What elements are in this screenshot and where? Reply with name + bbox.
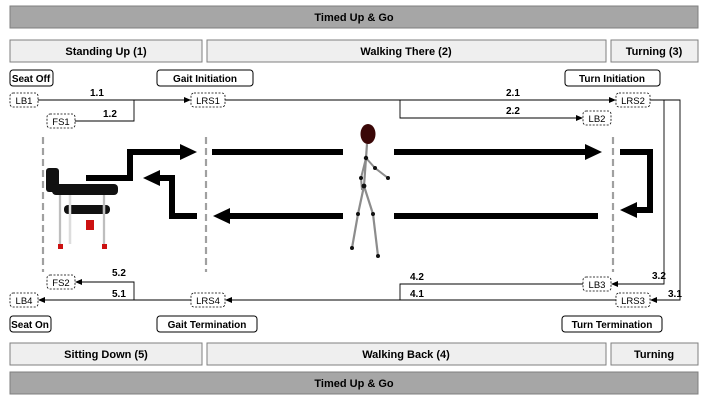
tag-seat-on: Seat On — [9, 315, 52, 333]
phase-turning-bottom-label: Turning — [634, 349, 674, 361]
connector-right-loop: 3.2 3.1 — [611, 99, 682, 303]
node-lrs4: LRS4 — [190, 292, 226, 308]
svg-text:2.2: 2.2 — [506, 106, 520, 117]
tag-gait-termination-label: Gait Termination — [168, 320, 247, 331]
svg-text:LRS3: LRS3 — [621, 296, 645, 307]
svg-text:LB2: LB2 — [589, 114, 606, 125]
tag-turn-initiation: Turn Initiation — [564, 69, 661, 87]
phase-standing-up-label: Standing Up (1) — [65, 46, 147, 58]
bottom-title-bar: Timed Up & Go — [9, 371, 699, 395]
bottom-title: Timed Up & Go — [314, 378, 394, 390]
svg-text:2.1: 2.1 — [506, 88, 520, 99]
connector-2-1: 2.1 — [225, 88, 616, 103]
phase-bar-turning: Turning (3) — [610, 39, 699, 63]
tag-turn-termination: Turn Termination — [561, 315, 663, 333]
phase-bar-walking-there: Walking There (2) — [206, 39, 607, 63]
svg-text:3.1: 3.1 — [668, 289, 682, 300]
phase-walking-there-label: Walking There (2) — [360, 46, 452, 58]
connector-4-x: 4.2 4.1 — [225, 272, 616, 303]
svg-text:LB4: LB4 — [16, 296, 33, 307]
node-lrs3: LRS3 — [615, 292, 651, 308]
tag-gait-initiation-label: Gait Initiation — [173, 74, 237, 85]
tag-gait-initiation: Gait Initiation — [156, 69, 254, 87]
svg-text:1.2: 1.2 — [103, 109, 117, 120]
node-fs1: FS1 — [46, 113, 76, 129]
connector-1-2: 1.2 — [75, 100, 135, 122]
svg-text:3.2: 3.2 — [652, 271, 666, 282]
connector-1-1: 1.1 — [38, 88, 191, 103]
tag-seat-off: Seat Off — [9, 69, 54, 87]
tag-seat-off-label: Seat Off — [12, 74, 51, 85]
connector-2-2: 2.2 — [399, 100, 583, 121]
svg-text:LRS1: LRS1 — [196, 96, 220, 107]
tag-turn-termination-label: Turn Termination — [572, 320, 653, 331]
walking-person-icon — [350, 124, 390, 258]
phase-bar-standing-up: Standing Up (1) — [9, 39, 203, 63]
node-lb2: LB2 — [582, 110, 612, 126]
top-title: Timed Up & Go — [314, 12, 394, 24]
phase-sitting-down-label: Sitting Down (5) — [64, 349, 148, 361]
chair-icon — [46, 168, 118, 249]
top-title-bar: Timed Up & Go — [9, 5, 699, 29]
node-lrs2: LRS2 — [615, 92, 651, 108]
svg-text:LRS4: LRS4 — [196, 296, 220, 307]
tag-gait-termination: Gait Termination — [156, 315, 258, 333]
svg-text:4.2: 4.2 — [410, 272, 424, 283]
svg-text:LB3: LB3 — [589, 280, 606, 291]
phase-bar-walking-back: Walking Back (4) — [206, 342, 607, 366]
node-lb4: LB4 — [9, 292, 39, 308]
svg-text:LB1: LB1 — [16, 96, 33, 107]
node-lb1: LB1 — [9, 92, 39, 108]
tag-seat-on-label: Seat On — [11, 320, 49, 331]
connector-5-x: 5.2 5.1 — [38, 268, 191, 303]
svg-text:5.2: 5.2 — [112, 268, 126, 279]
node-lrs1: LRS1 — [190, 92, 226, 108]
phase-bar-sitting-down: Sitting Down (5) — [9, 342, 203, 366]
phase-walking-back-label: Walking Back (4) — [362, 349, 450, 361]
svg-text:LRS2: LRS2 — [621, 96, 645, 107]
svg-text:FS1: FS1 — [52, 117, 69, 128]
svg-text:FS2: FS2 — [52, 278, 69, 289]
phase-turning-label: Turning (3) — [626, 46, 683, 58]
node-lb3: LB3 — [582, 276, 612, 292]
svg-text:5.1: 5.1 — [112, 289, 126, 300]
tag-turn-initiation-label: Turn Initiation — [579, 74, 645, 85]
walk-path-arrows — [86, 144, 653, 224]
node-fs2: FS2 — [46, 274, 76, 290]
phase-bar-turning-bottom: Turning — [610, 342, 699, 366]
svg-text:1.1: 1.1 — [90, 88, 104, 99]
svg-text:4.1: 4.1 — [410, 289, 424, 300]
